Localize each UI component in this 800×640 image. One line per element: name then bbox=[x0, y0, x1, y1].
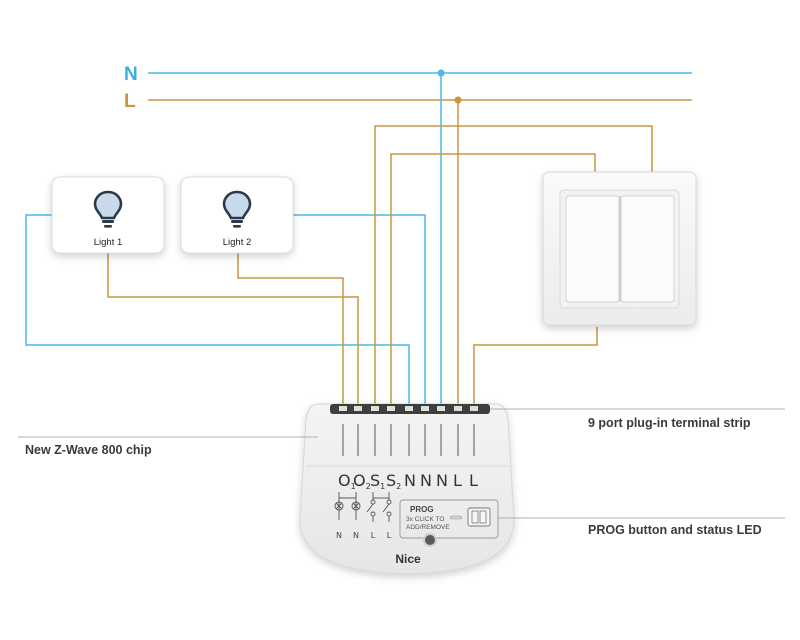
light2-output-wire bbox=[237, 253, 344, 408]
prog-instruction-line-1: 3x CLICK TO bbox=[406, 516, 444, 523]
light-bulb-icon bbox=[222, 190, 252, 228]
light1-neutral-wire bbox=[25, 214, 410, 408]
terminal-slot bbox=[405, 406, 413, 411]
live-line-label: L bbox=[124, 91, 136, 112]
double-rocker-switch bbox=[542, 171, 697, 326]
switch-live-wire bbox=[473, 327, 598, 408]
terminal-slot bbox=[387, 406, 395, 411]
light-bulb-icon bbox=[93, 190, 123, 228]
symbol-label: N bbox=[336, 531, 342, 540]
light-1-card: Light 1 bbox=[51, 176, 165, 254]
light1-output-wire bbox=[107, 253, 359, 408]
switch-rocker-right bbox=[620, 195, 675, 303]
prog-callout: PROG button and status LED bbox=[588, 523, 762, 537]
terminal-slot bbox=[470, 406, 478, 411]
terminal-label: L bbox=[469, 471, 478, 490]
chip-callout: New Z-Wave 800 chip bbox=[25, 443, 152, 457]
prog-button[interactable] bbox=[467, 507, 491, 527]
terminal-strip bbox=[306, 404, 510, 467]
light-2-card: Light 2 bbox=[180, 176, 294, 254]
symbol-label: N bbox=[353, 531, 359, 540]
prog-panel: PROG 3x CLICK TO ADD/REMOVE bbox=[399, 499, 499, 539]
reset-button-hole[interactable] bbox=[423, 533, 437, 547]
switch-rocker-left bbox=[565, 195, 620, 303]
terminal-slot bbox=[371, 406, 379, 411]
terminal-slot bbox=[339, 406, 347, 411]
prog-title: PROG bbox=[410, 505, 434, 514]
terminal-strip-callout: 9 port plug-in terminal strip bbox=[588, 416, 751, 430]
neutral-line-label: N bbox=[124, 64, 138, 85]
terminal-label: L bbox=[453, 471, 462, 490]
light2-neutral-wire bbox=[293, 214, 426, 408]
wiring-symbols bbox=[334, 492, 392, 522]
terminal-slot bbox=[421, 406, 429, 411]
light-1-label: Light 1 bbox=[94, 237, 123, 248]
brand-logo: Nice bbox=[395, 552, 421, 566]
switch-s2-wire bbox=[390, 153, 596, 408]
light-2-label: Light 2 bbox=[223, 237, 252, 248]
symbol-label: L bbox=[371, 531, 376, 540]
terminal-slot bbox=[454, 406, 462, 411]
terminal-label: N bbox=[436, 471, 448, 490]
terminal-slot bbox=[437, 406, 445, 411]
terminal-label: N bbox=[404, 471, 416, 490]
terminal-slot bbox=[354, 406, 362, 411]
prog-instruction-line-2: ADD/REMOVE bbox=[406, 524, 450, 531]
status-led bbox=[449, 515, 463, 520]
terminal-label: N bbox=[420, 471, 432, 490]
symbol-label: L bbox=[387, 531, 392, 540]
switch-s1-wire bbox=[374, 125, 653, 408]
